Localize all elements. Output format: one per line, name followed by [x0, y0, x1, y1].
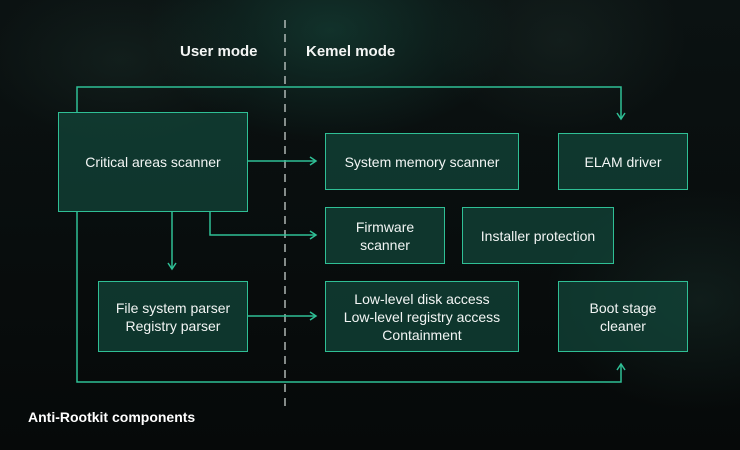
critical-areas-scanner-box: Critical areas scanner: [58, 112, 248, 212]
box-label: Registry parser: [125, 317, 221, 334]
box-label: Low-level registry access: [343, 308, 501, 325]
installer-protection-box: Installer protection: [462, 207, 614, 264]
box-label: Installer protection: [480, 227, 596, 244]
firmware-scanner-box: Firmware scanner: [325, 207, 445, 264]
kernel-mode-heading: Kemel mode: [306, 43, 396, 60]
connector-critical-to-firmware: [209, 212, 318, 240]
connector-critical-to-elam: [76, 86, 626, 121]
connector-critical-to-boot: [76, 212, 626, 383]
box-label: scanner: [360, 236, 410, 253]
box-label: ELAM driver: [584, 153, 662, 170]
parsers-box: File system parser Registry parser: [98, 281, 248, 352]
diagram-caption: Anti-Rootkit components: [28, 409, 196, 425]
user-mode-heading: User mode: [180, 43, 258, 60]
system-memory-scanner-box: System memory scanner: [325, 133, 519, 190]
box-label: System memory scanner: [344, 153, 500, 170]
box-label: Critical areas scanner: [85, 154, 221, 170]
box-label: Boot stage: [589, 299, 657, 316]
low-level-access-box: Low-level disk access Low-level registry…: [325, 281, 519, 352]
boot-stage-cleaner-box: Boot stage cleaner: [558, 281, 688, 352]
box-label: cleaner: [600, 317, 646, 334]
box-label: Firmware: [355, 218, 415, 235]
box-label: Low-level disk access: [354, 290, 490, 307]
box-label: File system parser: [115, 299, 231, 316]
box-label: Containment: [382, 326, 462, 343]
elam-driver-box: ELAM driver: [558, 133, 688, 190]
